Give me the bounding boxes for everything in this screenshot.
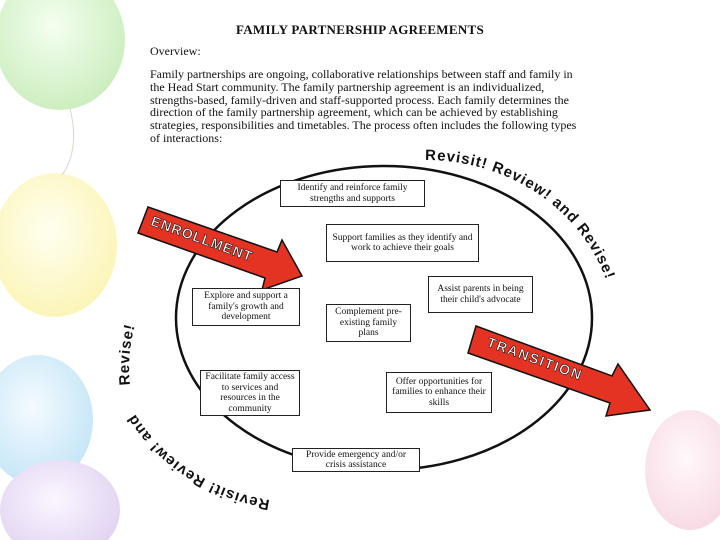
box-complement-plans: Complement pre-existing family plans bbox=[326, 304, 411, 342]
overview-paragraph: Family partnerships are ongoing, collabo… bbox=[150, 67, 577, 145]
box-support-goals: Support families as they identify and wo… bbox=[326, 224, 479, 262]
box-identify-strengths: Identify and reinforce family strengths … bbox=[280, 180, 425, 207]
arc-label-left-path: Revise! bbox=[116, 322, 138, 386]
enrollment-arrow-shape bbox=[137, 206, 304, 292]
balloon-pink bbox=[645, 410, 720, 530]
arc-label-bottom-path: Revisit! Review! and bbox=[124, 411, 270, 513]
arc-label-left: Revise! bbox=[116, 322, 139, 386]
box-assist-advocate: Assist parents in being their child's ad… bbox=[428, 276, 533, 313]
balloon-string bbox=[61, 107, 75, 176]
box-facilitate-access: Facilitate family access to services and… bbox=[200, 370, 300, 416]
box-offer-opportunities: Offer opportunities for families to enha… bbox=[386, 372, 492, 413]
page-title: FAMILY PARTNERSHIP AGREEMENTS bbox=[235, 22, 485, 37]
balloon-blue bbox=[0, 355, 93, 485]
transition-arrow: TRANSITION bbox=[467, 325, 652, 417]
enrollment-arrow: ENROLLMENT bbox=[137, 206, 304, 292]
box-explore-growth: Explore and support a family's growth an… bbox=[192, 288, 300, 326]
balloon-green bbox=[0, 0, 125, 110]
balloon-purple bbox=[0, 460, 120, 540]
overview-label: Overview: bbox=[150, 44, 201, 58]
arc-label-bottom: Revisit! Review! and bbox=[124, 411, 271, 513]
balloon-yellow bbox=[0, 173, 117, 317]
box-provide-emergency: Provide emergency and/or crisis assistan… bbox=[292, 448, 420, 472]
transition-arrow-shape bbox=[467, 325, 652, 417]
